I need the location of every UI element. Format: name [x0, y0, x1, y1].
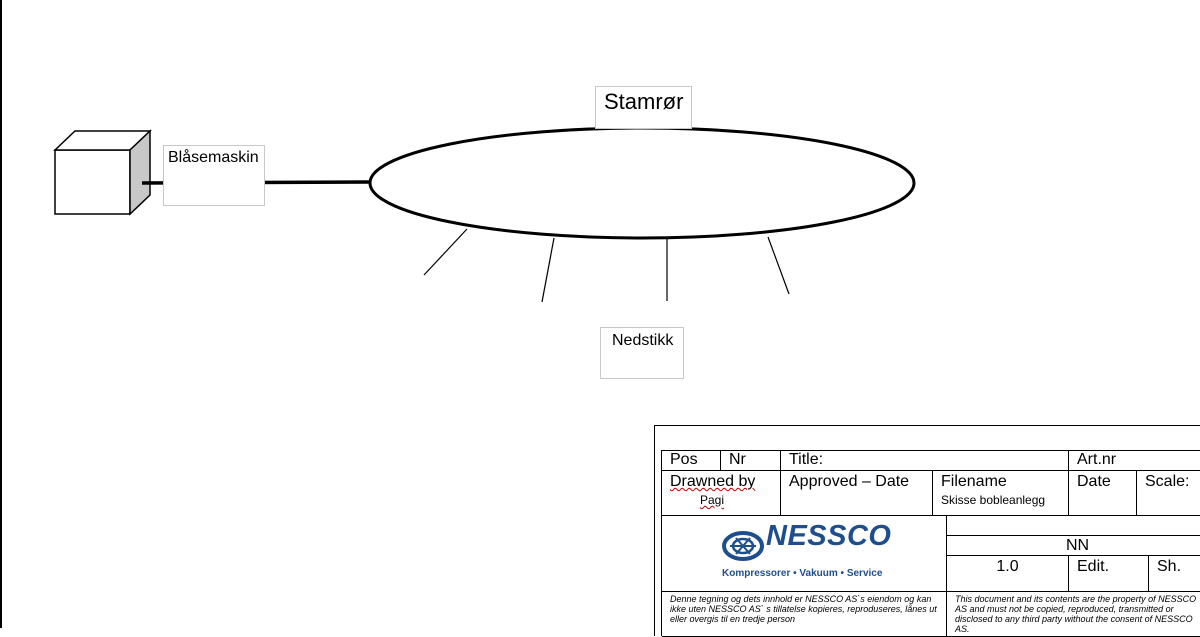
filename-label: Filename	[941, 473, 1007, 490]
version-cell: 1.0	[947, 556, 1069, 592]
version-value: 1.0	[996, 558, 1019, 575]
cube-front-face	[54, 149, 131, 215]
pos-cell: Pos	[662, 451, 721, 471]
cube-side-face	[129, 129, 151, 216]
drop-pipes-label: Nedstikk	[600, 327, 684, 379]
title-block: Pos Nr Title: Art.nr Drawned by Pagi App…	[654, 425, 1200, 637]
sheet-cell: Sh.	[1149, 556, 1200, 592]
drop-pipe	[423, 228, 468, 276]
edit-label: Edit.	[1077, 558, 1110, 575]
nn-value: NN	[1065, 537, 1090, 554]
logo-cell: NESSCO Kompressorer • Vakuum • Service	[662, 516, 947, 592]
nn-cell: NN	[947, 536, 1200, 556]
title-cell: Title:	[781, 451, 1069, 471]
filename-value: Skisse bobleanlegg	[941, 493, 1046, 507]
nr-cell: Nr	[721, 451, 781, 471]
approved-cell: Approved – Date	[781, 471, 933, 516]
disclaimer-norwegian: Denne tegning og dets innhold er NESSCO …	[662, 592, 947, 637]
empty-row-cell	[947, 516, 1200, 536]
blower-cube	[53, 129, 152, 216]
art-nr-label: Art.nr	[1077, 451, 1117, 468]
disclaimer-english: This document and its contents are the p…	[947, 592, 1200, 637]
page-edge-line	[0, 0, 2, 628]
blower-label: Blåsemaskin	[163, 145, 265, 206]
main-pipe-ring	[368, 126, 916, 240]
drawn-by-label: Drawned by	[670, 473, 756, 490]
date-label: Date	[1077, 473, 1111, 490]
date-cell: Date	[1069, 471, 1137, 516]
company-tagline: Kompressorer • Vakuum • Service	[722, 568, 883, 579]
scale-label: Scale:	[1145, 473, 1190, 490]
edit-cell: Edit.	[1069, 556, 1149, 592]
title-label: Title:	[789, 451, 824, 468]
drawn-by-value: Pagi	[700, 493, 725, 507]
filename-cell: Filename Skisse bobleanlegg	[933, 471, 1069, 516]
drop-pipe	[541, 237, 555, 303]
pos-label: Pos	[670, 451, 698, 468]
nr-label: Nr	[729, 451, 746, 468]
nessco-emblem-icon	[722, 531, 764, 561]
scale-cell: Scale:	[1137, 471, 1200, 516]
main-pipe-label: Stamrør	[595, 86, 692, 129]
title-block-grid: Pos Nr Title: Art.nr Drawned by Pagi App…	[661, 450, 1200, 637]
approved-date-label: Approved – Date	[789, 473, 910, 490]
art-nr-cell: Art.nr	[1069, 451, 1200, 471]
company-name: NESSCO	[766, 520, 892, 552]
sheet-label: Sh.	[1157, 558, 1182, 575]
drawn-by-cell: Drawned by Pagi	[662, 471, 781, 516]
drop-pipe	[767, 236, 790, 295]
